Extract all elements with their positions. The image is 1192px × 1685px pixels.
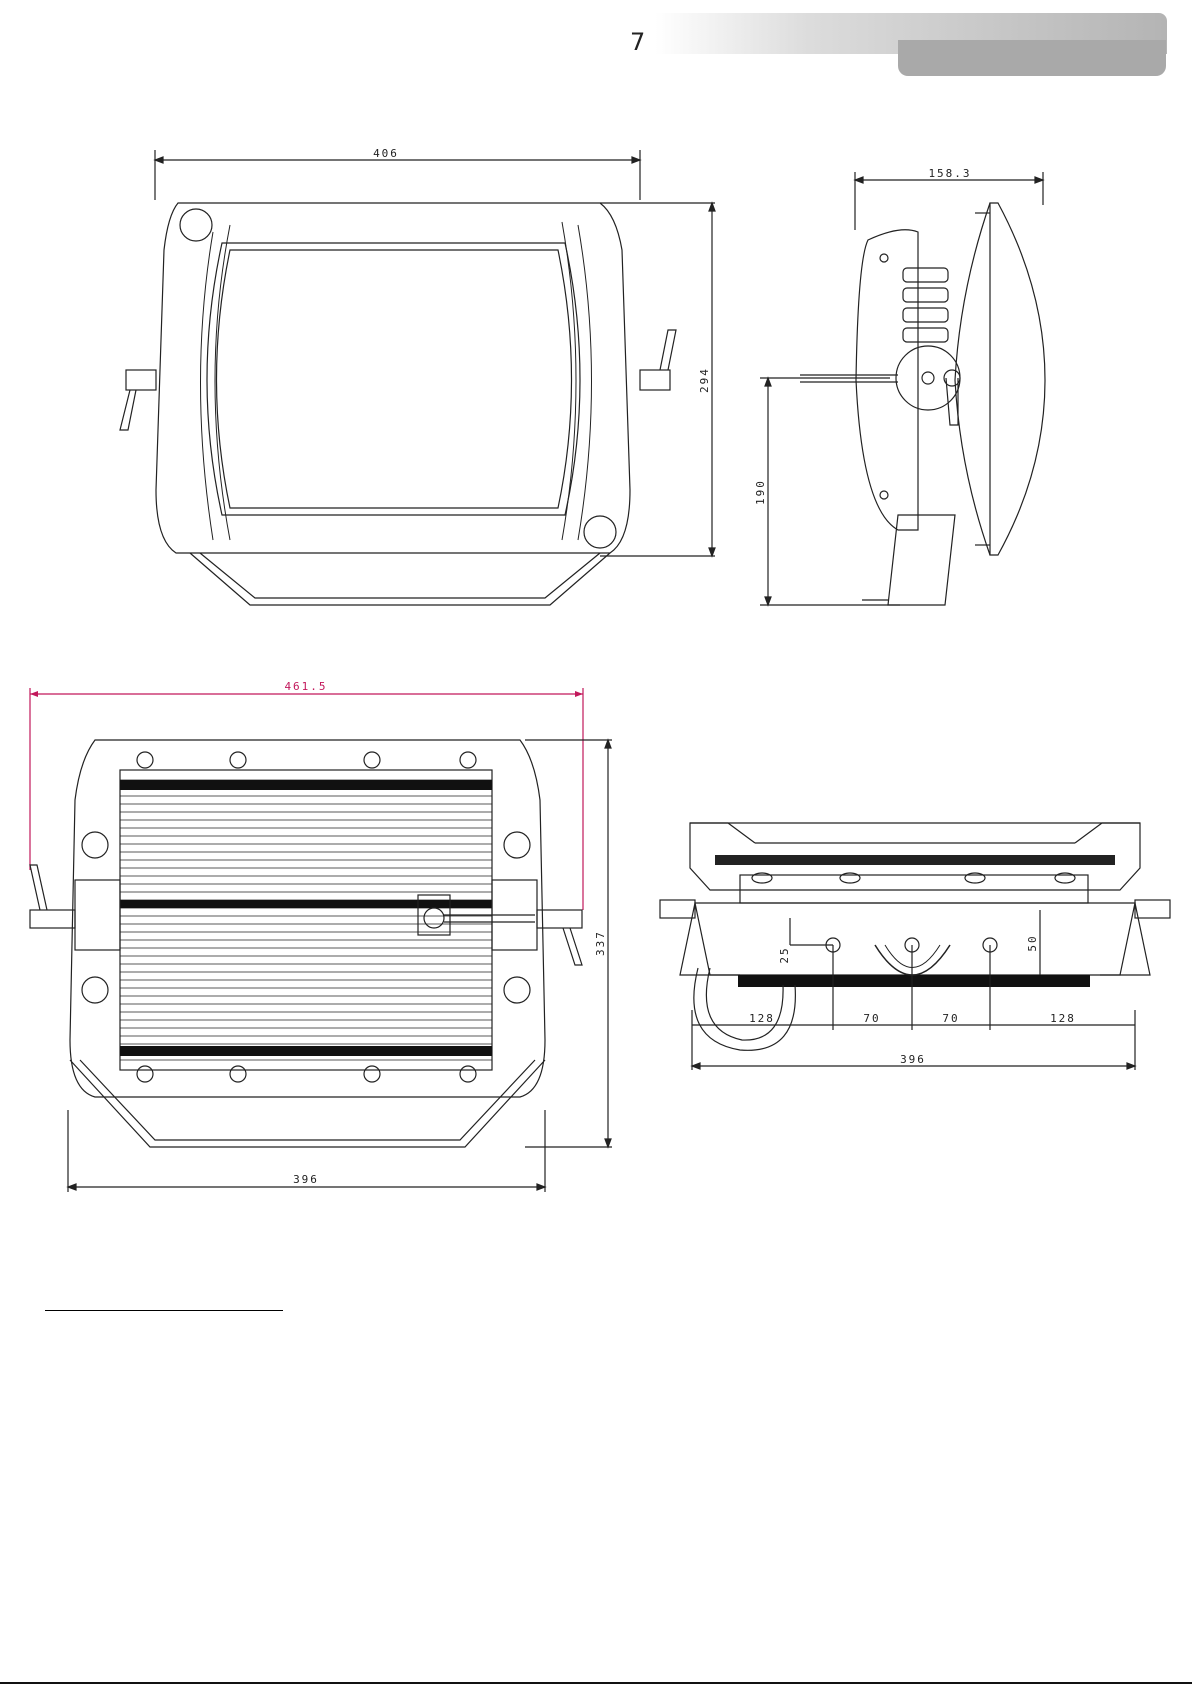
bottom-spacing-dim-1: 128 (749, 1012, 775, 1025)
bottom-rule (0, 1682, 1192, 1684)
bottom-spacing-dim-2: 70 (863, 1012, 880, 1025)
bottom-overall-width-dim: 396 (900, 1053, 926, 1066)
rear-height-dim: 337 (594, 930, 607, 956)
heatsink-fins (120, 780, 492, 1060)
bottom-spacing-dim-4: 128 (1050, 1012, 1076, 1025)
bottom-hole-offset-dim: 25 (778, 946, 791, 963)
front-view: 406 294 (120, 147, 715, 605)
side-view: 158.3 190 (754, 167, 1045, 605)
bottom-view: 25 50 128 70 70 128 396 (660, 823, 1170, 1070)
rear-overall-width-dim: 461.5 (284, 680, 327, 693)
front-width-dim: 406 (373, 147, 399, 160)
rear-view: 461.5 337 396 (30, 680, 612, 1192)
bottom-spacing-dim-3: 70 (942, 1012, 959, 1025)
footnote-rule (45, 1310, 283, 1311)
bottom-slot-offset-dim: 50 (1026, 934, 1039, 951)
side-pivot-dim: 190 (754, 479, 767, 505)
rear-width-dim: 396 (293, 1173, 319, 1186)
front-height-dim: 294 (698, 367, 711, 393)
side-depth-dim: 158.3 (928, 167, 971, 180)
